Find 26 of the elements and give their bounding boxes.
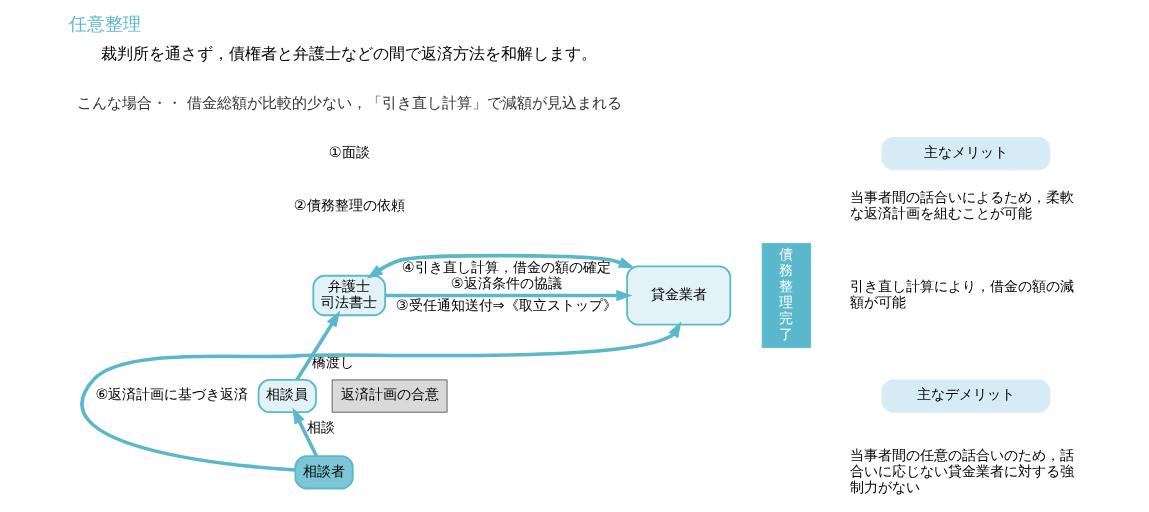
node-box: 貸金業者 [625, 265, 731, 326]
arrow [80, 321, 681, 472]
edge-label: 相談 [306, 418, 335, 435]
label: 引き直し計算により，借金の額の減額が可能 [849, 277, 1074, 310]
edge-label: ③受任通知送付⇒《取立ストップ》 [395, 296, 617, 313]
node-box: 返済計画の合意 [331, 379, 447, 413]
node-box: 債務整理完了 [761, 243, 811, 348]
edge-label: ⑥返済計画に基づき返済 [94, 386, 248, 403]
edge-label: ④引き直し計算，借金の額の確定 ⑤返済条件の協議 [401, 258, 611, 292]
label: ②債務整理の依頼 [293, 197, 405, 214]
label: ①面談 [328, 144, 370, 161]
label: 当事者間の話合いによるため，柔軟な返済計画を組むことが可能 [849, 188, 1074, 222]
arrow [366, 253, 635, 279]
label: 当事者間の任意の話合いのため，話合いに応じない貸金業者に対する強制力がない [849, 446, 1074, 495]
arrow [384, 289, 632, 302]
node-box: 相談者 [293, 455, 354, 490]
label: こんな場合・・ 借金総額が比較的少ない，「引き直し計算」で減額が見込まれる [76, 93, 622, 112]
diagram-title: 任意整理 [68, 12, 141, 34]
node-box: 主なデメリット [881, 379, 1050, 413]
arrow [292, 407, 318, 457]
node-box: 相談員 [257, 379, 317, 414]
arrow [294, 310, 340, 381]
node-box: 主なメリット [881, 137, 1050, 171]
edge-label: 橋渡し [312, 354, 355, 371]
node-box: 弁護士 司法書士 [311, 274, 386, 317]
label: 裁判所を通さず，債権者と弁護士などの間で返済方法を和解します。 [100, 43, 597, 63]
